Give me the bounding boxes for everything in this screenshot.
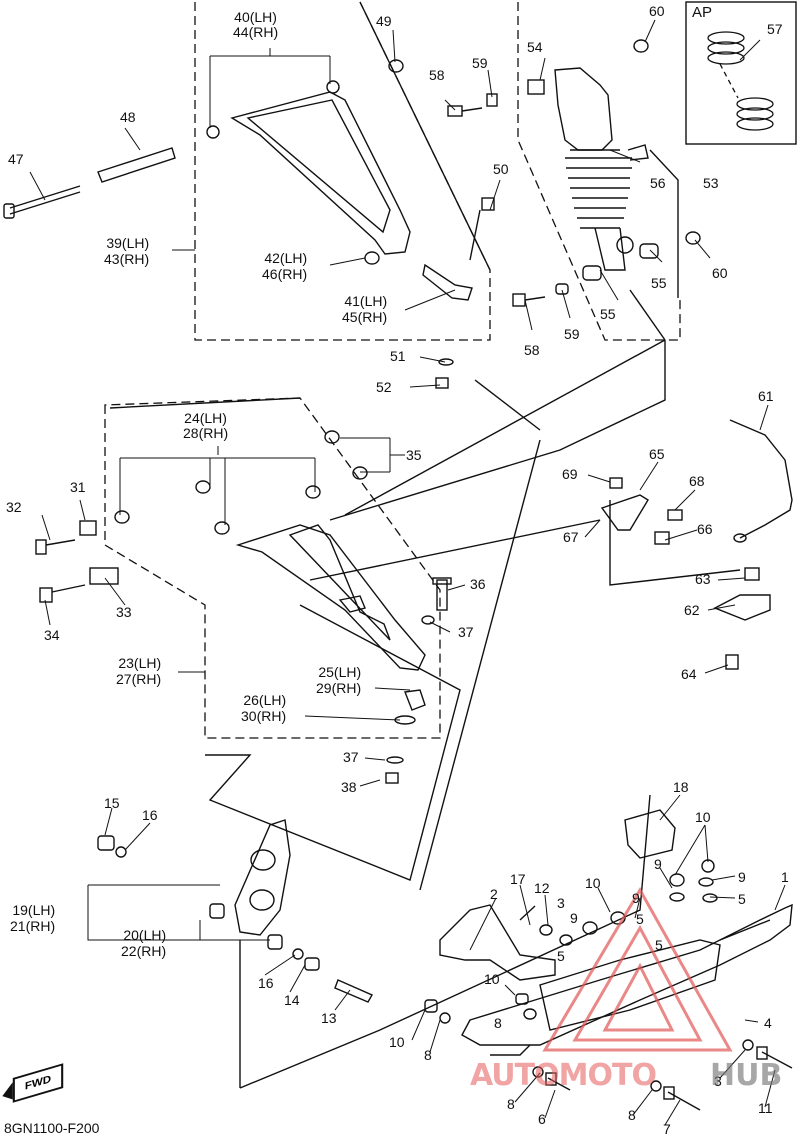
spindle-parts [97,819,373,1003]
callout-42-46: 42(LH) 46(RH) [262,250,308,282]
callout-9-b: 9 [738,869,746,885]
watermark-brand-a: AUTOMOTO [470,1058,657,1093]
callout-59-bottom: 59 [564,326,580,342]
watermark-logo [542,887,733,1052]
callout-48: 48 [120,109,136,125]
callout-7: 7 [663,1121,671,1137]
upper-a-arm-parts [3,59,495,389]
callout-66: 66 [697,521,713,537]
callout-49: 49 [376,13,392,29]
callout-23-27: 23(LH) 27(RH) [116,655,162,687]
callout-13: 13 [321,1010,337,1026]
callout-60-bottom: 60 [712,265,728,281]
callout-8-c: 8 [507,1096,515,1112]
callout-5-c: 5 [655,937,663,953]
callout-3-a: 3 [557,895,565,911]
callout-50: 50 [493,161,509,177]
callout-65: 65 [649,446,665,462]
callout-38: 38 [341,779,357,795]
lower-a-arm-parts [35,430,452,784]
callout-9-c: 9 [570,910,578,926]
callout-6: 6 [538,1111,546,1127]
callout-18: 18 [673,779,689,795]
callout-53: 53 [703,175,719,191]
callout-33: 33 [116,604,132,620]
shock-absorber-parts [447,39,701,307]
callout-57: 57 [767,21,783,37]
callout-32: 32 [6,499,22,515]
dashed-group-boxes [104,1,681,739]
callout-10-c: 10 [484,971,500,987]
callout-24-28: 24(LH) 28(RH) [183,410,229,441]
callout-62: 62 [684,602,700,618]
callout-8-b: 8 [424,1047,432,1063]
callout-8-a: 8 [494,1015,502,1031]
callout-37-lower: 37 [343,749,359,765]
callout-55-left: 55 [600,306,616,322]
callout-14: 14 [284,992,300,1008]
callout-9-a: 9 [654,856,662,872]
callout-67: 67 [563,529,579,545]
callout-41-45: 41(LH) 45(RH) [342,293,388,325]
callout-10-upper: 10 [695,809,711,825]
callout-36: 36 [470,576,486,592]
callout-8-d: 8 [628,1107,636,1123]
callout-63: 63 [695,571,711,587]
callout-56: 56 [650,175,666,191]
callout-52: 52 [376,379,392,395]
callout-16-upper: 16 [142,807,158,823]
callout-20-22: 20(LH) 22(RH) [121,927,167,959]
callout-11: 11 [758,1100,773,1116]
callout-15: 15 [104,795,120,811]
sway-bar-parts [600,419,793,670]
callout-64: 64 [681,666,697,682]
callout-54: 54 [527,39,543,55]
inset-title: AP [692,4,713,21]
callout-37-upper: 37 [458,624,474,640]
callout-59-top: 59 [472,55,488,71]
callout-9-d: 9 [632,890,640,906]
callout-31: 31 [70,479,86,495]
callout-40-44: 40(LH) 44(RH) [233,9,279,40]
callout-34: 34 [44,627,60,643]
callout-4: 4 [764,1015,772,1031]
callout-19-21: 19(LH) 21(RH) [10,902,56,934]
callout-17: 17 [510,871,526,887]
callout-55-right: 55 [651,275,667,291]
callout-39-43: 39(LH) 43(RH) [104,235,150,267]
callout-51: 51 [390,348,406,364]
callout-5-a: 5 [738,891,746,907]
callout-10-mid: 10 [585,875,601,891]
spring-inset [707,31,774,131]
assembly-outlines [109,1,797,1089]
callout-5-b: 5 [636,911,644,927]
callout-47: 47 [8,151,24,167]
callout-16-lower: 16 [258,975,274,991]
callout-60-top: 60 [649,3,665,19]
ski-parts [424,809,793,1111]
callout-58-bottom: 58 [524,342,540,358]
watermark-brand-b: HUB [710,1058,783,1093]
callout-10-d: 10 [389,1034,405,1050]
diagram-code: 8GN1100-F200 [4,1120,100,1136]
callout-2: 2 [490,886,498,902]
callout-12: 12 [534,880,550,896]
callout-26-30: 26(LH) 30(RH) [241,692,287,724]
leader-lines [29,19,786,1126]
callout-3-b: 3 [714,1073,722,1089]
callout-35: 35 [406,447,422,463]
callout-68: 68 [689,473,705,489]
callout-58-top: 58 [429,67,445,83]
callout-5-d: 5 [557,948,565,964]
callout-25-29: 25(LH) 29(RH) [316,664,362,696]
callout-61: 61 [758,388,774,404]
callout-1: 1 [781,869,789,885]
callout-69: 69 [562,466,578,482]
